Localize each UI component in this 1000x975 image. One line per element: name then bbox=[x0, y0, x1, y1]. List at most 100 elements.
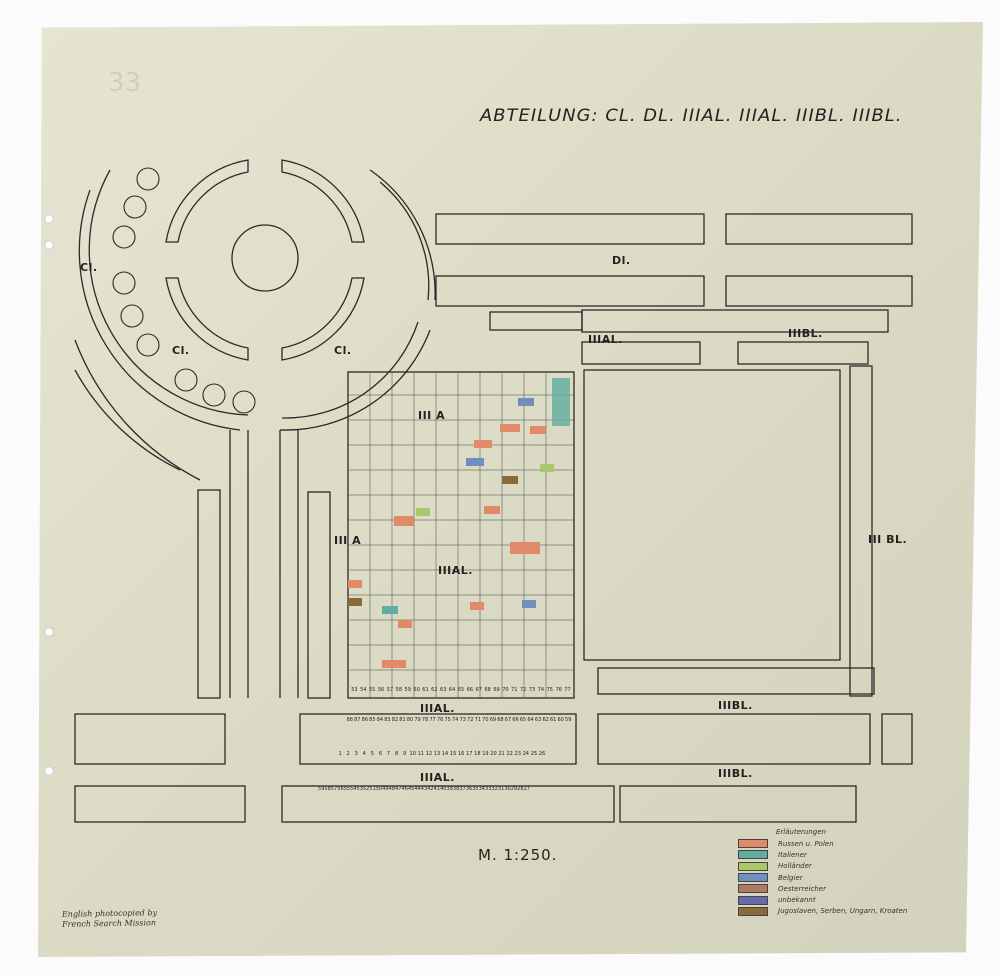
grave-number: 52 bbox=[362, 786, 370, 792]
grave-number: 66 bbox=[512, 717, 519, 723]
ring-bed-sw bbox=[165, 277, 249, 361]
grave-number: 10 bbox=[409, 751, 416, 757]
grave-number: 67 bbox=[475, 687, 482, 693]
dl-row-bottom bbox=[435, 275, 705, 307]
section-iiial-bottom: IIIAL. bbox=[420, 771, 455, 784]
grave-number: 54 bbox=[350, 786, 357, 792]
lower-row-iiial-2 bbox=[281, 785, 615, 823]
grave-number: 38 bbox=[452, 786, 460, 792]
grave-number: 17 bbox=[466, 751, 473, 757]
legend-item: Italiener bbox=[738, 849, 907, 860]
grave-number: 24 bbox=[522, 751, 529, 757]
section-iiial-mid: IIIAL. bbox=[420, 702, 455, 715]
grave-block-iiia bbox=[347, 371, 575, 699]
grave-number: 86 bbox=[361, 717, 369, 723]
grave-number: 30 bbox=[504, 786, 511, 792]
section-iiibl-bottom: IIIBL. bbox=[718, 767, 753, 780]
nationality-marks bbox=[348, 378, 570, 668]
grave-number: 58 bbox=[395, 687, 403, 693]
section-iiia-arc: III A bbox=[418, 409, 446, 422]
punch-hole-1 bbox=[44, 214, 54, 224]
legend-item: unbekannt bbox=[738, 894, 907, 905]
grave-number: 51 bbox=[369, 786, 376, 792]
dl-row-top bbox=[435, 213, 705, 245]
grave-number: 64 bbox=[448, 687, 456, 693]
grave-number: 62 bbox=[542, 717, 549, 723]
grave-number: 58 bbox=[324, 786, 331, 792]
grave-number: 62 bbox=[431, 687, 438, 693]
grave-number: 4 bbox=[362, 751, 366, 757]
grave-number: 53 bbox=[356, 786, 363, 792]
grave-number: 29 bbox=[510, 786, 518, 792]
grave-number: 55 bbox=[343, 786, 351, 792]
grave-number: 41 bbox=[433, 786, 441, 792]
grave-number: 22 bbox=[506, 751, 513, 757]
punch-hole-2 bbox=[44, 240, 54, 250]
legend-heading: Erläuterungen bbox=[776, 828, 826, 836]
grave-number: 70 bbox=[502, 687, 509, 693]
section-iiibl-right: III BL. bbox=[868, 533, 908, 546]
grave-number: 68 bbox=[497, 717, 504, 723]
grave-number: 21 bbox=[498, 751, 505, 757]
grave-number: 61 bbox=[549, 717, 557, 723]
grave-number: 63 bbox=[534, 717, 542, 723]
plan-sheet bbox=[38, 22, 983, 957]
grave-number: 82 bbox=[391, 717, 399, 723]
grave-number: 12 bbox=[425, 751, 433, 757]
section-iiibl-mid: IIIBL. bbox=[718, 699, 753, 712]
grave-number: 20 bbox=[490, 751, 497, 757]
legend-item: Holländer bbox=[738, 861, 907, 872]
tree-symbols bbox=[112, 167, 256, 414]
grave-number: 46 bbox=[401, 786, 408, 792]
legend-label: Oesterreicher bbox=[778, 884, 826, 893]
grave-number: 61 bbox=[422, 687, 429, 693]
grave-number: 70 bbox=[482, 717, 489, 723]
grave-number: 72 bbox=[467, 717, 474, 723]
outer-arc-se bbox=[279, 329, 431, 431]
legend-swatch bbox=[738, 839, 768, 849]
legend-swatch bbox=[738, 906, 768, 916]
grave-number: 39 bbox=[446, 786, 453, 792]
grave-number: 60 bbox=[557, 717, 564, 723]
grave-number: 33 bbox=[485, 786, 492, 792]
section-iiial-center: IIIAL. bbox=[438, 564, 473, 577]
grave-number: 60 bbox=[413, 687, 420, 693]
section-cl-right: Cl. bbox=[334, 344, 352, 357]
grave-number: 13 bbox=[433, 751, 441, 757]
legend-item: Belgier bbox=[738, 872, 907, 883]
ring-bed-se bbox=[281, 277, 365, 361]
grave-number: 74 bbox=[537, 687, 545, 693]
grave-number: 27 bbox=[523, 786, 530, 792]
grave-number: 32 bbox=[491, 786, 498, 792]
grave-number: 79 bbox=[414, 717, 421, 723]
legend-swatch bbox=[738, 873, 768, 883]
grave-number: 43 bbox=[420, 786, 428, 792]
grave-number: 28 bbox=[517, 786, 524, 792]
grave-number: 59 bbox=[404, 687, 411, 693]
grave-number: 76 bbox=[555, 687, 562, 693]
grave-number: 2 bbox=[346, 751, 350, 757]
grave-number: 57 bbox=[386, 687, 394, 693]
lower-row-iiial-1 bbox=[299, 713, 577, 765]
grave-number: 56 bbox=[377, 687, 385, 693]
grave-number: 5 bbox=[370, 751, 374, 757]
section-cl-west: Cl. bbox=[80, 261, 98, 274]
grave-number: 50 bbox=[375, 786, 383, 792]
grave-number: 14 bbox=[441, 751, 449, 757]
grave-number: 73 bbox=[459, 717, 466, 723]
legend-item: Russen u. Polen bbox=[738, 838, 907, 849]
grave-number: 71 bbox=[511, 687, 518, 693]
grave-number: 26 bbox=[538, 751, 546, 757]
legend-label: Belgier bbox=[778, 873, 803, 882]
grave-number: 15 bbox=[449, 751, 457, 757]
legend-swatch bbox=[738, 861, 768, 871]
grave-number: 71 bbox=[474, 717, 482, 723]
grave-number: 55 bbox=[369, 687, 376, 693]
grave-number: 77 bbox=[564, 687, 571, 693]
grave-number: 19 bbox=[482, 751, 489, 757]
legend-label: Italiener bbox=[778, 850, 807, 859]
grave-number: 65 bbox=[457, 687, 465, 693]
grave-number: 48 bbox=[388, 786, 396, 792]
